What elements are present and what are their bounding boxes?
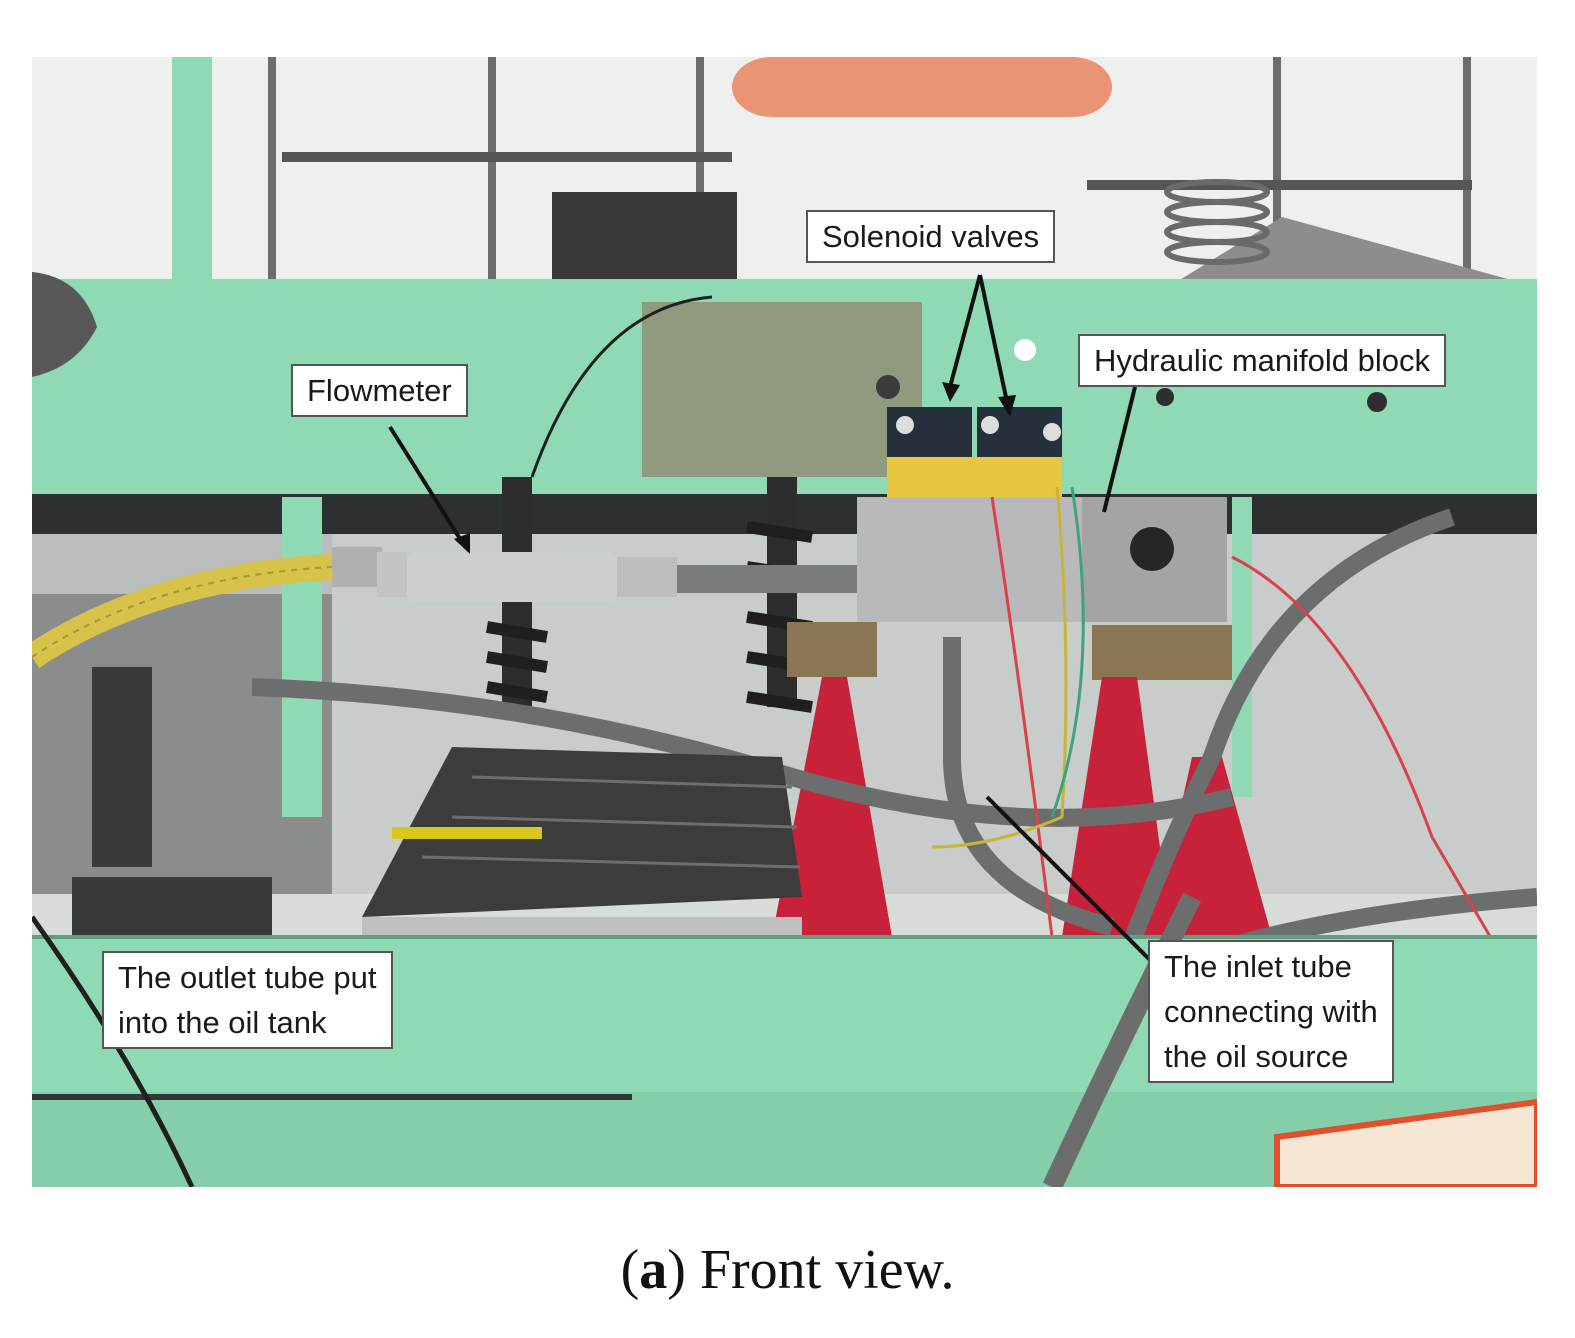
label-inlet-line-2: connecting with xyxy=(1164,994,1378,1029)
label-outlet-line-2: into the oil tank xyxy=(118,1005,327,1040)
caption-open-paren: ( xyxy=(620,1239,640,1301)
caption-text: ) Front view. xyxy=(667,1239,955,1301)
label-inlet-line-1: The inlet tube xyxy=(1164,949,1352,984)
test-rig-photo xyxy=(32,57,1537,1187)
caption-sub-label: a xyxy=(639,1239,668,1301)
figure-caption: (a) Front view. xyxy=(0,1238,1575,1302)
label-solenoid-valves: Solenoid valves xyxy=(806,210,1056,263)
label-flowmeter: Flowmeter xyxy=(291,364,468,417)
label-hydraulic-manifold-block: Hydraulic manifold block xyxy=(1078,334,1446,387)
label-outlet-tube: The outlet tube put into the oil tank xyxy=(102,951,393,1049)
label-flowmeter-text: Flowmeter xyxy=(307,373,452,408)
test-rig-illustration xyxy=(32,57,1537,1187)
label-inlet-line-3: the oil source xyxy=(1164,1039,1349,1074)
label-inlet-tube: The inlet tube connecting with the oil s… xyxy=(1148,940,1394,1083)
label-outlet-line-1: The outlet tube put xyxy=(118,960,377,995)
label-manifold-text: Hydraulic manifold block xyxy=(1094,343,1430,378)
label-solenoid-valves-text: Solenoid valves xyxy=(822,219,1040,254)
